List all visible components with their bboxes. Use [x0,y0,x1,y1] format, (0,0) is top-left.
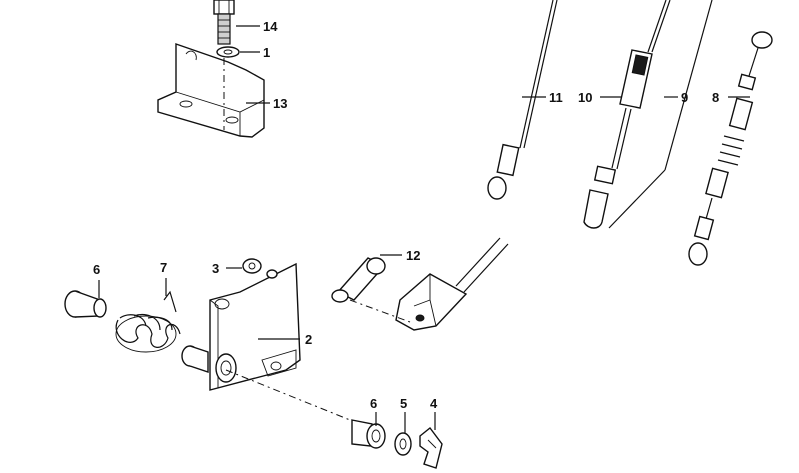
callout-14: 14 [263,19,278,34]
bolt-part-14 [213,0,235,45]
washer-part-1 [216,46,240,58]
callout-13: 13 [273,96,287,111]
callout-9: 9 [681,90,688,105]
bracket-part-13 [157,43,265,138]
rod-part-8 [688,31,773,266]
rod-part-10 [583,0,671,229]
callout-11: 11 [549,90,563,105]
pin-part [181,345,209,373]
clip-part-12 [331,257,386,303]
rod-part-11 [487,0,558,200]
callout-10: 10 [578,90,592,105]
callout-6-left: 6 [93,262,100,277]
lever-part-2 [209,262,301,391]
cable-end-part [395,237,509,331]
callout-7: 7 [160,260,167,275]
spring-part-7 [115,290,181,353]
bushing-part-6-right [351,419,386,449]
callout-2: 2 [305,332,312,347]
clip-part-4 [419,427,443,469]
callout-12: 12 [406,248,420,263]
washer-part-5 [394,432,412,456]
bushing-part-6-left [64,290,107,318]
callout-3: 3 [212,261,219,276]
line-part-9 [608,0,713,229]
callout-4: 4 [430,396,438,411]
callout-1: 1 [263,45,270,60]
callout-6-right: 6 [370,396,377,411]
callout-8: 8 [712,90,719,105]
nut-part-3 [242,258,278,279]
callout-5: 5 [400,396,407,411]
